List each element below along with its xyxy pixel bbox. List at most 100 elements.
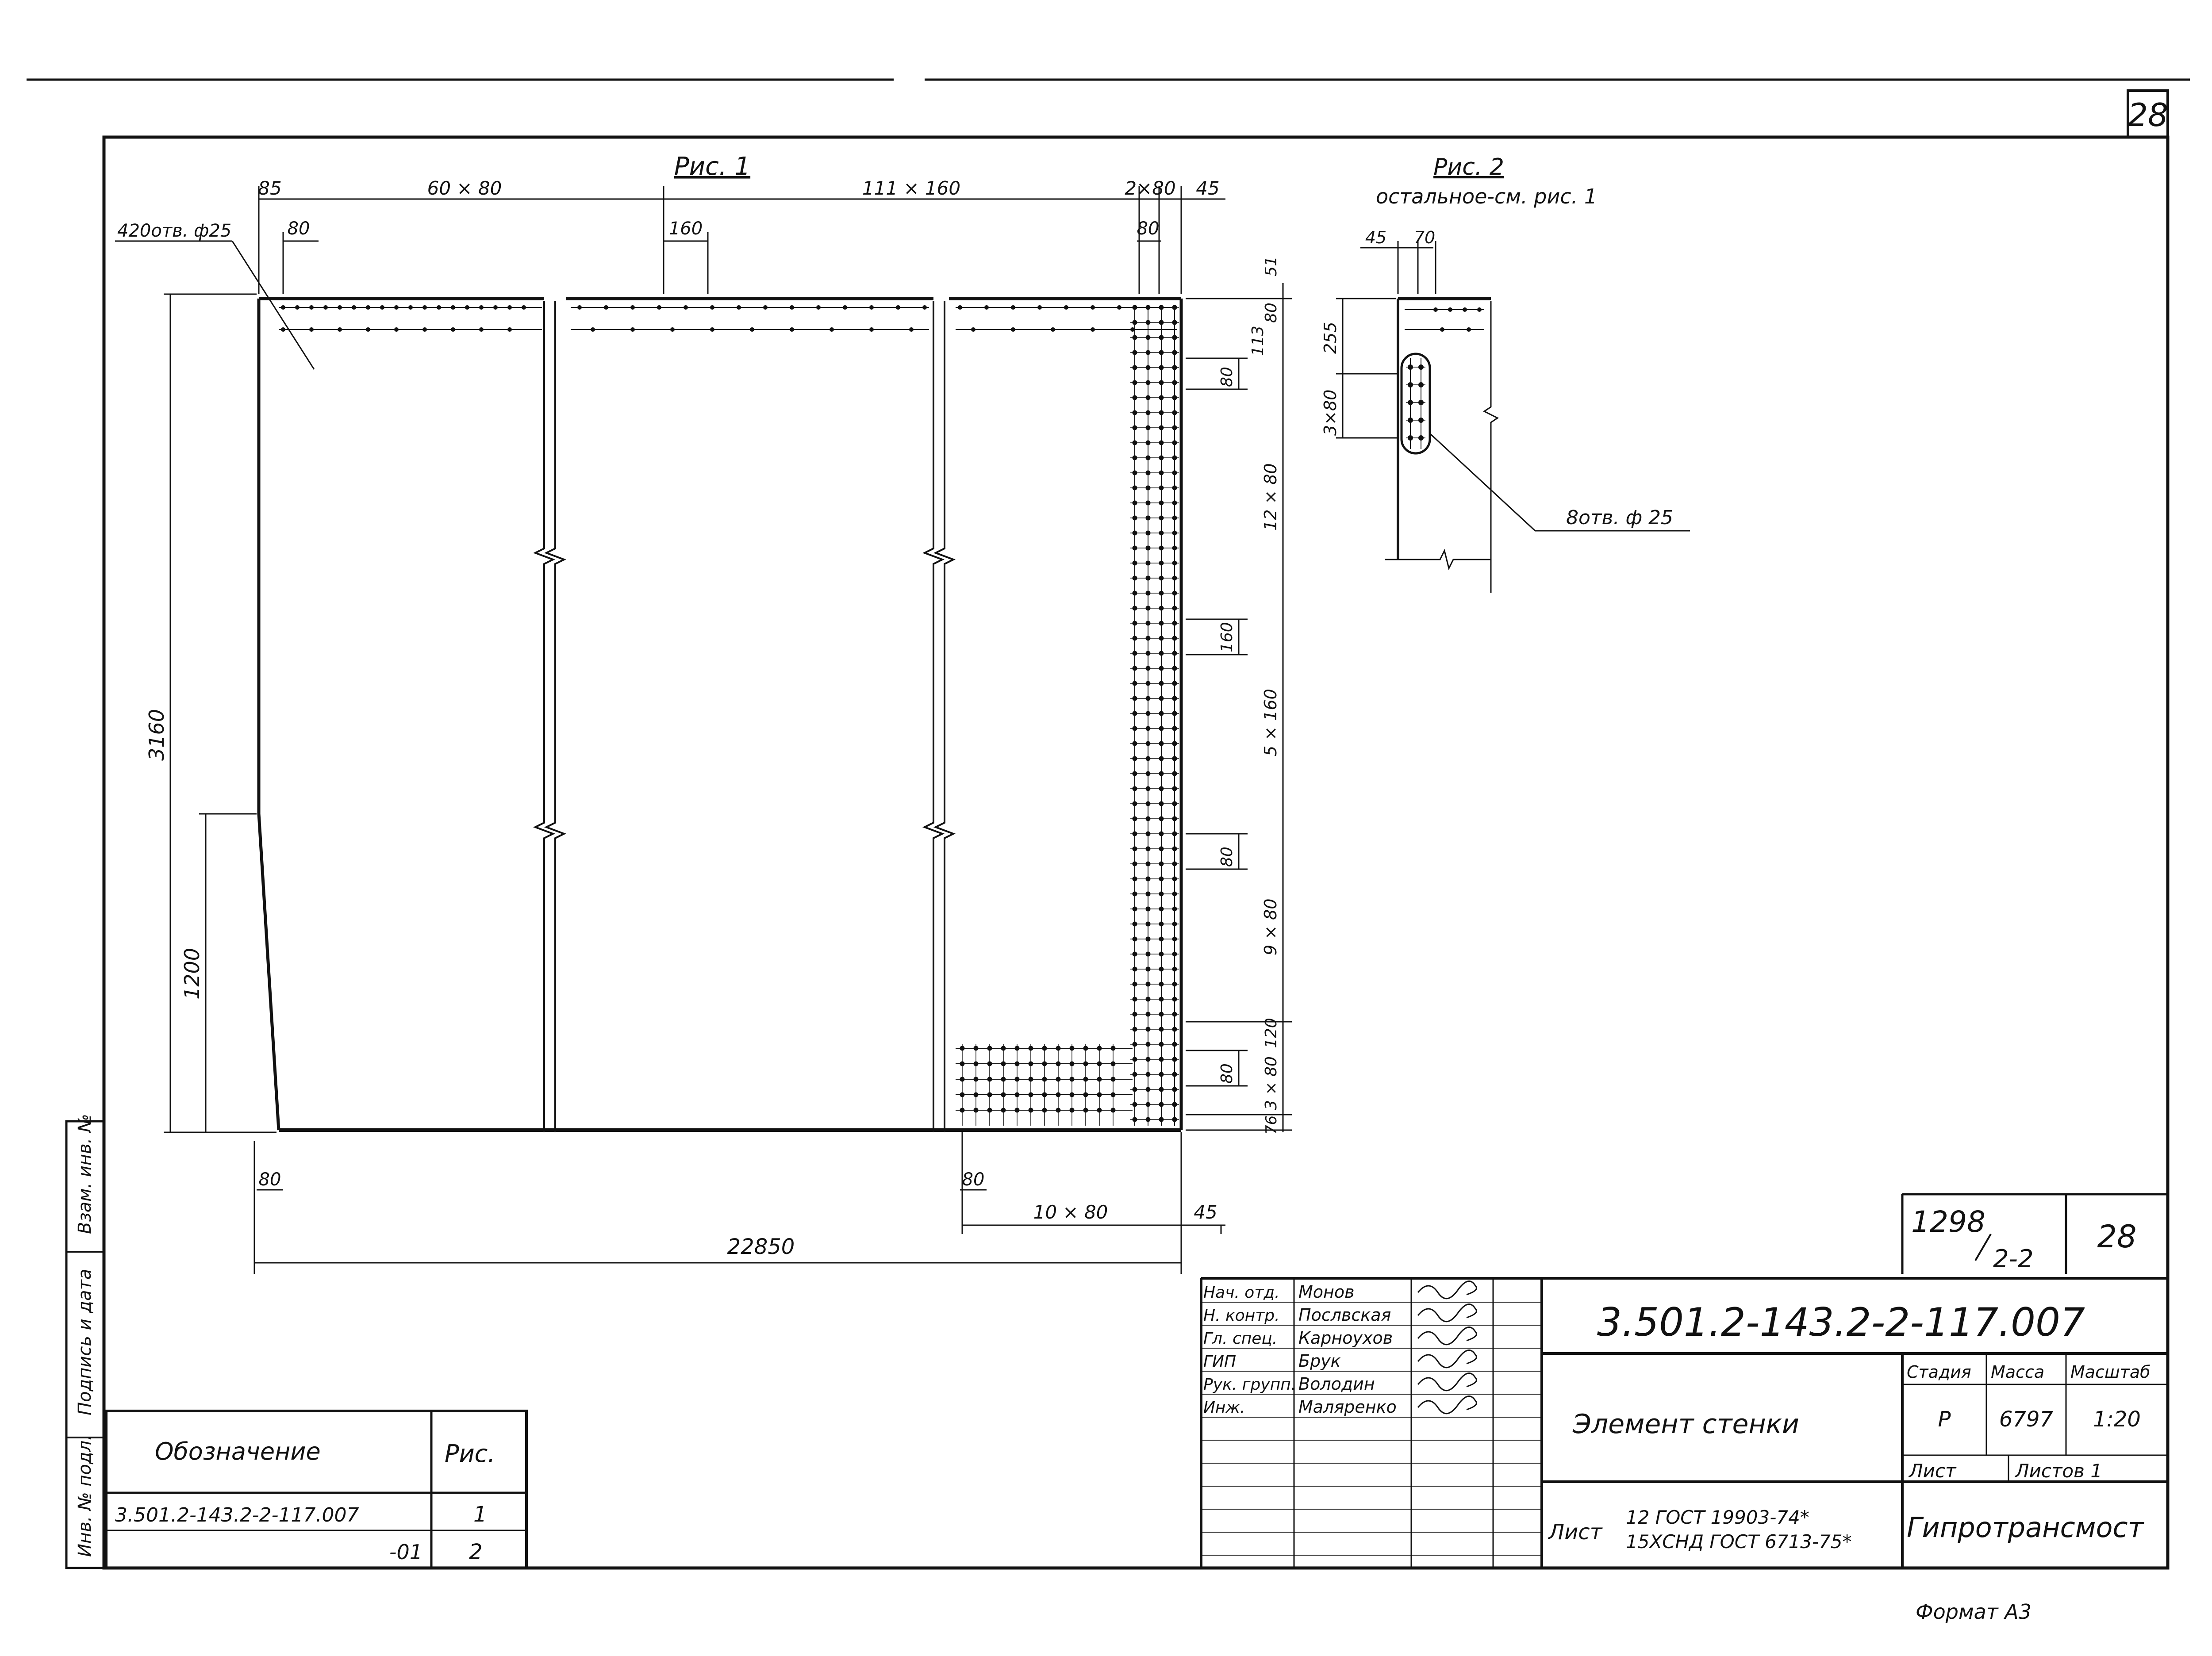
- bolt-hole: [577, 305, 582, 310]
- bolt-hole: [1132, 395, 1137, 400]
- bolt-hole: [909, 327, 914, 332]
- bolt-hole: [1159, 801, 1164, 806]
- tb-signature-role: Рук. групп.: [1203, 1376, 1296, 1394]
- bolt-hole: [1132, 380, 1137, 385]
- dim-80-bottom-mid: 80: [962, 1169, 985, 1190]
- bolt-hole: [1159, 711, 1164, 716]
- bolt-hole: [1172, 801, 1177, 806]
- bolt-hole: [1159, 1087, 1164, 1092]
- bolt-hole: [1014, 1077, 1020, 1082]
- bolt-hole: [1172, 966, 1177, 972]
- margin-label-original-inv: Инв. № подл.: [75, 1435, 95, 1557]
- bolt-hole: [1159, 590, 1164, 596]
- tb-top-sub: 2-2: [1993, 1245, 2033, 1273]
- tb-signature-name: Брук: [1298, 1351, 1341, 1371]
- bolt-hole: [1172, 1012, 1177, 1017]
- bolt-hole: [1159, 425, 1164, 430]
- bolt-hole: [1159, 350, 1164, 355]
- dim-2x80: 2×80: [1125, 177, 1175, 199]
- bolt-hole: [1172, 1117, 1177, 1122]
- bolt-hole: [1110, 1108, 1116, 1113]
- handwritten-signature: [1417, 1349, 1477, 1368]
- bolt-hole: [1097, 1061, 1102, 1066]
- bolt-hole: [1172, 1072, 1177, 1077]
- bolt-hole: [1145, 771, 1151, 776]
- bolt-hole: [1145, 485, 1151, 491]
- bolt-hole: [1159, 1102, 1164, 1107]
- bolt-hole: [323, 305, 328, 310]
- bolt-hole: [1172, 335, 1177, 340]
- bolt-hole: [1014, 1108, 1020, 1113]
- bolt-hole: [958, 305, 962, 310]
- bolt-hole: [479, 305, 484, 310]
- bolt-hole: [1132, 786, 1137, 791]
- bolt-hole: [1083, 1061, 1088, 1066]
- bolt-hole: [1014, 1092, 1020, 1097]
- bolt-hole: [1132, 696, 1137, 701]
- bolt-hole: [843, 305, 847, 310]
- bolt-hole: [987, 1077, 992, 1082]
- bolt-hole: [1172, 771, 1177, 776]
- bolt-hole: [973, 1046, 979, 1051]
- dim-22850: 22850: [727, 1234, 795, 1259]
- bolt-hole: [338, 327, 342, 332]
- dim-9x80: 9 × 80: [1261, 898, 1280, 955]
- bolt-hole: [1172, 756, 1177, 761]
- bolt-hole: [1145, 756, 1151, 761]
- bolt-hole: [1069, 1061, 1075, 1066]
- bolt-hole: [394, 327, 399, 332]
- bolt-hole: [1172, 410, 1177, 415]
- bolt-hole: [1159, 696, 1164, 701]
- bolt-hole: [1159, 380, 1164, 385]
- bolt-hole: [1056, 1077, 1061, 1082]
- bolt-hole: [1145, 380, 1151, 385]
- bolt-hole: [1091, 305, 1095, 310]
- bolt-hole: [1172, 786, 1177, 791]
- break-lines: [533, 301, 956, 1132]
- fig1-dimension-lines: [115, 186, 1292, 1274]
- bolt-hole: [281, 305, 285, 310]
- bolt-hole: [1145, 1057, 1151, 1062]
- bolt-hole: [1097, 1046, 1102, 1051]
- format-label: Формат А3: [1916, 1600, 2032, 1624]
- spec-row1-fig: 1: [473, 1502, 487, 1527]
- margin-label-replaced-inv: Взам. инв. №: [75, 1114, 95, 1234]
- bolt-hole: [1172, 681, 1177, 686]
- bolt-hole: [1132, 425, 1137, 430]
- tb-sheets-label: Листов 1: [2014, 1460, 2102, 1482]
- bolt-hole: [1172, 711, 1177, 716]
- tb-signature-name: Послвская: [1298, 1305, 1391, 1325]
- bolt-hole: [1433, 307, 1438, 312]
- bolt-hole: [922, 305, 927, 310]
- bolt-hole: [1172, 876, 1177, 882]
- tb-signature-name: Карноухов: [1298, 1328, 1393, 1348]
- bolt-hole: [1172, 921, 1177, 927]
- dim-160-r: 160: [1218, 622, 1236, 652]
- bolt-hole: [1172, 380, 1177, 385]
- handwritten-signature: [1417, 1372, 1477, 1392]
- dim-80-sub-right: 80: [1137, 218, 1160, 239]
- bolt-hole: [1172, 936, 1177, 942]
- dim-80-sub: 80: [288, 218, 310, 239]
- bolt-hole: [1132, 636, 1137, 641]
- bolt-hole: [1145, 726, 1151, 731]
- bolt-hole: [1145, 320, 1151, 325]
- bolt-hole: [1159, 365, 1164, 370]
- bolt-hole: [1145, 696, 1151, 701]
- bolt-hole: [1159, 410, 1164, 415]
- bolt-hole: [1145, 981, 1151, 987]
- bolt-hole: [1145, 590, 1151, 596]
- bolt-hole: [1159, 1012, 1164, 1017]
- bolt-hole: [1001, 1077, 1006, 1082]
- bolt-hole: [816, 305, 821, 310]
- spec-table: Обозначение Рис. 3.501.2-143.2-2-117.007…: [105, 1410, 528, 1569]
- bolt-hole: [1132, 335, 1137, 340]
- bolt-hole: [869, 305, 874, 310]
- bolt-hole: [1011, 327, 1015, 332]
- tb-top-code: 1298: [1911, 1205, 1985, 1239]
- bolt-hole: [1159, 545, 1164, 551]
- bolt-hole: [763, 305, 768, 310]
- bolt-hole: [987, 1092, 992, 1097]
- bolt-hole: [1172, 1042, 1177, 1047]
